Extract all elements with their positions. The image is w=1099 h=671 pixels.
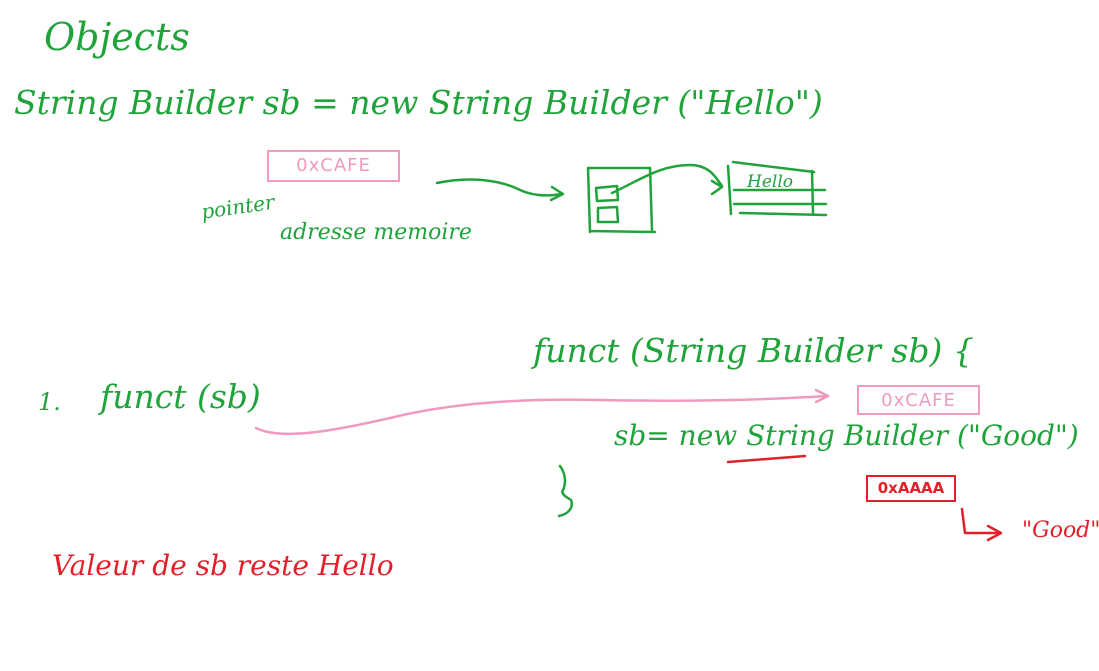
function-signature: funct (String Builder sb) { [533, 331, 974, 370]
arrow-to-object [610, 163, 724, 195]
arrowhead [710, 179, 724, 196]
arrowhead [814, 388, 830, 404]
new-object-value: "Good" [1022, 518, 1099, 543]
diagram-title: Objects [44, 15, 190, 59]
declaration-code: String Builder sb = new String Builder (… [14, 83, 823, 122]
conclusion-note: Valeur de sb reste Hello [52, 549, 394, 582]
arrow-to-memory [435, 178, 564, 197]
call-number: 1. [38, 388, 61, 416]
call-arrow [254, 394, 828, 436]
param-address-box: 0xCAFE [857, 385, 980, 415]
heap-object [726, 160, 828, 217]
arrow-to-new-object [960, 507, 1002, 535]
param-address-label: 0xCAFE [881, 390, 956, 411]
arrowhead [986, 524, 1003, 542]
arrowhead [549, 185, 565, 202]
memory-address-label: adresse memoire [280, 220, 472, 245]
reassignment-code: sb= new String Builder ("Good") [614, 419, 1079, 452]
address-box-cafe: 0xCAFE [267, 150, 400, 182]
memory-cell-upper [594, 184, 620, 203]
memory-cell-lower [596, 205, 620, 224]
closing-brace [557, 464, 573, 518]
new-address-box: 0xAAAA [866, 475, 956, 502]
memory-block [586, 166, 657, 234]
function-call: funct (sb) [100, 377, 261, 416]
memory-value-hello: Hello [747, 172, 793, 192]
address-label: 0xCAFE [296, 155, 371, 176]
new-underline [726, 454, 807, 464]
new-address-label: 0xAAAA [877, 479, 945, 497]
